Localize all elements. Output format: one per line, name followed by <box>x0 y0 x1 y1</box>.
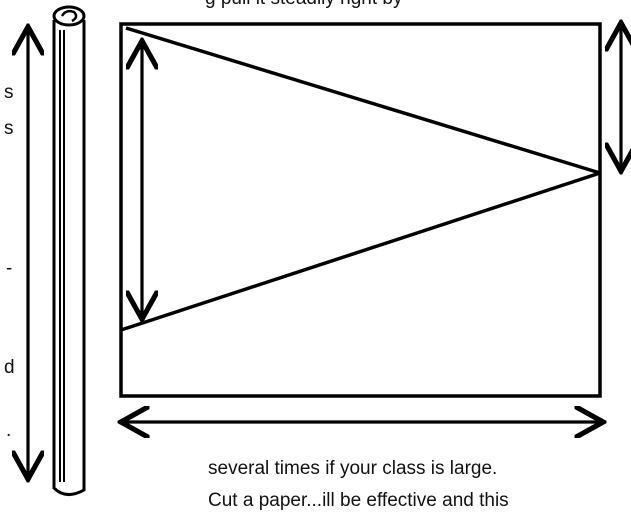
upper-diagonal-line <box>125 26 601 175</box>
diagram-canvas <box>0 5 631 496</box>
left-margin-fragment: s <box>4 118 14 139</box>
left-margin-fragment: d <box>4 357 15 378</box>
left-margin-fragment: s <box>4 82 14 103</box>
top-caption-fragment: g pull it steadily right by <box>205 0 403 10</box>
lower-diagonal-line <box>120 171 601 332</box>
paper-roll <box>52 5 86 496</box>
bottom-caption-line-1: several times if your class is large. <box>208 458 498 479</box>
left-margin-fragment: . <box>6 420 12 441</box>
paper-sheet <box>119 22 602 398</box>
left-margin-fragment: - <box>6 258 13 279</box>
